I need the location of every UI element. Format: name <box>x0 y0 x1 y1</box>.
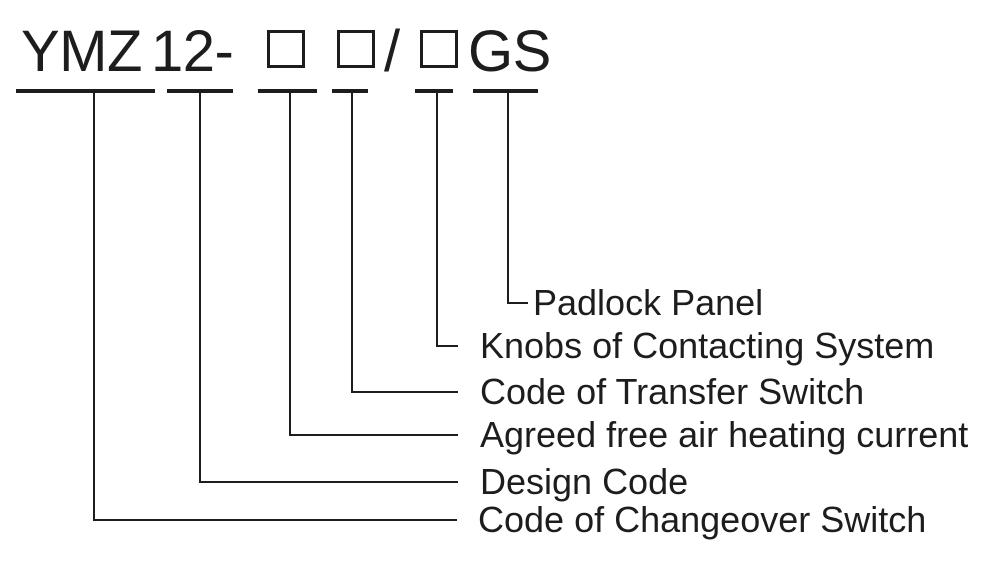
code-segment-series: YMZ <box>21 19 142 84</box>
leader-lines <box>93 91 528 521</box>
label-design-code: Design Code <box>480 461 689 502</box>
code-segment-suffix: GS <box>468 19 551 84</box>
placeholder-box-2 <box>337 30 375 68</box>
leader-padlock-panel <box>507 91 528 304</box>
leader-agreed-free-air-heating-current <box>289 91 458 436</box>
leader-design-code <box>199 91 458 483</box>
leader-code-of-transfer-switch <box>351 91 458 393</box>
leader-knobs-of-contacting-system <box>436 91 458 347</box>
label-code-of-changeover-switch: Code of Changeover Switch <box>478 499 927 540</box>
leader-code-of-changeover-switch <box>93 91 457 521</box>
code-segment-design-number: 12- <box>151 19 234 84</box>
placeholder-box-1 <box>267 30 305 68</box>
placeholder-box-3 <box>420 30 458 68</box>
code-segment-separator: / <box>384 19 400 84</box>
label-code-of-transfer-switch: Code of Transfer Switch <box>480 371 865 412</box>
label-agreed-free-air-heating-current: Agreed free air heating current <box>480 414 969 455</box>
label-padlock-panel: Padlock Panel <box>533 282 764 323</box>
label-knobs-of-contacting-system: Knobs of Contacting System <box>480 325 935 366</box>
